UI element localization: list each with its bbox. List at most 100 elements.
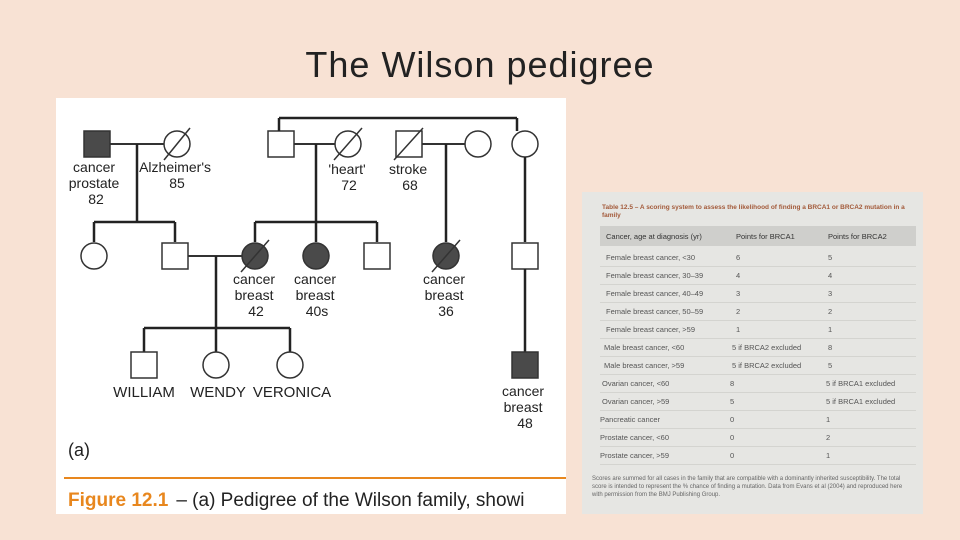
label-gp4: stroke 68 [389, 161, 431, 193]
caption-figure-number: Figure 12.1 [68, 490, 169, 511]
header-brca1: Points for BRCA1 [736, 232, 795, 241]
table-row: Ovarian cancer, >59 5 5 if BRCA1 excluded [600, 392, 916, 411]
cell: Female breast cancer, >59 [606, 325, 696, 334]
cell: Female breast cancer, 50–59 [606, 307, 704, 316]
pedigree-figure: cancer prostate 82 Alzheimer's 85 'heart… [56, 98, 566, 514]
cell: 1 [736, 325, 741, 334]
cell: 4 [828, 271, 833, 280]
cell: Female breast cancer, 30–39 [606, 271, 704, 280]
cell: 1 [826, 415, 831, 424]
table-footnote: Scores are summed for all cases in the f… [592, 476, 903, 498]
table-row: Female breast cancer, 50–59 2 2 [600, 302, 916, 321]
aunt-1 [302, 242, 330, 270]
figure-caption: Figure 12.1 – (a) Pedigree of the Wilson… [68, 490, 524, 511]
cell: 3 [736, 289, 741, 298]
label-line: cancer [294, 271, 336, 287]
slide-title: The Wilson pedigree [305, 44, 655, 85]
header-brca2: Points for BRCA2 [828, 232, 887, 241]
cell: Male breast cancer, <60 [604, 343, 685, 352]
label-line: 48 [517, 415, 533, 431]
table-row: Prostate cancer, >59 0 1 [600, 446, 916, 465]
cell: 5 if BRCA1 excluded [826, 397, 896, 406]
cousin-male [511, 351, 539, 379]
sub-label: (a) [68, 440, 90, 460]
cell: Female breast cancer, <30 [606, 253, 696, 262]
cell: 1 [828, 325, 833, 334]
cell: 0 [730, 433, 735, 442]
label-line: cancer [423, 271, 465, 287]
name-william: WILLIAM [113, 384, 175, 401]
grandmother-3 [464, 130, 492, 158]
brca-scoring-table: Table 12.5 – A scoring system to assess … [582, 192, 923, 514]
cell: 4 [736, 271, 741, 280]
cell: 2 [736, 307, 741, 316]
deceased-mark [333, 127, 363, 161]
label-line: cancer [502, 383, 544, 399]
cell: 8 [730, 379, 735, 388]
child-william [130, 351, 158, 379]
label-line: 68 [402, 177, 418, 193]
cell: 3 [828, 289, 833, 298]
cell: Male breast cancer, >59 [604, 361, 685, 370]
cell: Prostate cancer, >59 [600, 451, 670, 460]
grandfather-2 [267, 130, 295, 158]
label-line: stroke [389, 161, 427, 177]
grandmother-4 [511, 130, 539, 158]
label-line: prostate [69, 175, 120, 191]
cell: 5 [730, 397, 735, 406]
cell: 5 if BRCA2 excluded [732, 343, 802, 352]
label-line: 82 [88, 191, 104, 207]
caption-text: – (a) Pedigree of the Wilson family, sho… [176, 490, 524, 511]
table-row: Female breast cancer, >59 1 1 [600, 320, 916, 339]
cell: 6 [736, 253, 741, 262]
cell: Ovarian cancer, >59 [602, 397, 670, 406]
name-veronica: VERONICA [253, 384, 331, 401]
daughter-gp1 [80, 242, 108, 270]
label-line: 85 [169, 175, 185, 191]
table-row: Male breast cancer, >59 5 if BRCA2 exclud… [600, 356, 916, 375]
label-line: breast [235, 287, 274, 303]
label-line: cancer [233, 271, 275, 287]
cell: 2 [828, 307, 833, 316]
table-title: Table 12.5 – A scoring system to assess … [602, 204, 905, 219]
label-gp3: 'heart' 72 [328, 161, 369, 193]
cell: 0 [730, 415, 735, 424]
label-gp2: Alzheimer's 85 [139, 159, 215, 191]
child-wendy [202, 351, 230, 379]
label-line: breast [296, 287, 335, 303]
label-m1: cancer breast 42 [233, 271, 279, 319]
header-cancer: Cancer, age at diagnosis (yr) [606, 232, 702, 241]
cell: 5 if BRCA2 excluded [732, 361, 802, 370]
label-line: 72 [341, 177, 357, 193]
label-line: 'heart' [328, 161, 365, 177]
label-m3: cancer breast 36 [423, 271, 469, 319]
label-line: Alzheimer's [139, 159, 211, 175]
label-gp1: cancer prostate 82 [69, 159, 123, 207]
deceased-mark [163, 127, 191, 161]
cell: Ovarian cancer, <60 [602, 379, 670, 388]
table-row: Female breast cancer, 40–49 3 3 [600, 284, 916, 303]
uncle-1 [363, 242, 391, 270]
pedigree-chart: cancer prostate 82 Alzheimer's 85 'heart… [64, 116, 566, 511]
name-wendy: WENDY [190, 384, 246, 401]
table-row: Male breast cancer, <60 5 if BRCA2 exclud… [600, 338, 916, 357]
cell: 2 [826, 433, 831, 442]
cell: 5 [828, 361, 833, 370]
label-line: 36 [438, 303, 454, 319]
deceased-mark [431, 239, 461, 273]
child-veronica [276, 351, 304, 379]
label-line: 42 [248, 303, 264, 319]
cell: 0 [730, 451, 735, 460]
cell: 1 [826, 451, 831, 460]
label-m4: cancer breast 48 [502, 383, 548, 431]
son-gp1 [161, 242, 189, 270]
cell: 8 [828, 343, 833, 352]
table-row: Female breast cancer, 30–39 4 4 [600, 266, 916, 285]
table-header: Cancer, age at diagnosis (yr) Points for… [600, 226, 916, 246]
deceased-mark [240, 239, 270, 273]
cell: Female breast cancer, 40–49 [606, 289, 704, 298]
